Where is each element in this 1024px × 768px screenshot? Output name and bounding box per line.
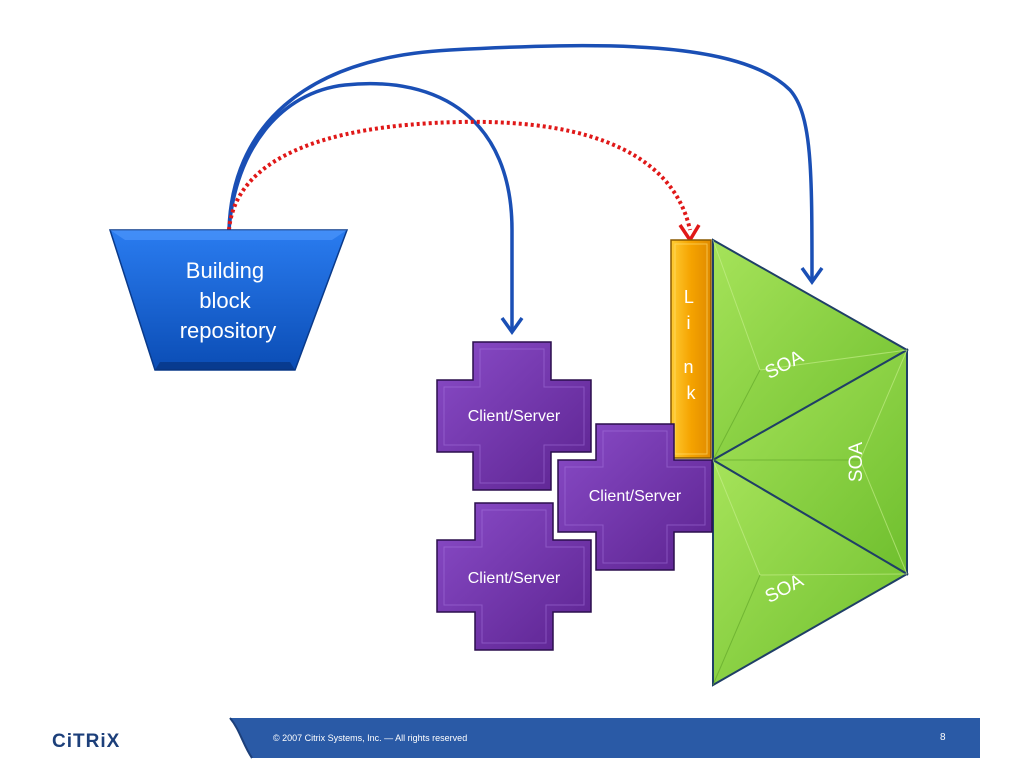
arrow-to-soa: [227, 43, 814, 281]
soa-group: SOA SOA SOA: [710, 238, 910, 687]
footer-bar: CiTRiX: [40, 717, 980, 759]
link-letter-l: L: [684, 287, 694, 307]
link-letter-n: n: [683, 357, 693, 377]
link-letter-i: i: [686, 313, 690, 333]
link-letter-k: k: [687, 383, 697, 403]
page-number: 8: [940, 732, 946, 743]
client-server-block-2: Client/Server: [557, 423, 713, 571]
building-block-repository: Building block repository: [108, 229, 349, 371]
repository-label-line-3: repository: [180, 318, 277, 343]
link-bar: L i n k: [670, 239, 712, 459]
copyright-text: © 2007 Citrix Systems, Inc. — All rights…: [273, 733, 468, 743]
client-server-block-3: Client/Server: [436, 502, 592, 651]
soa-block-bottom: [712, 458, 909, 687]
arrowhead-link: [678, 224, 701, 244]
dotted-arrow-to-link: [227, 119, 692, 231]
arrow-to-client-server: [227, 81, 514, 332]
svg-text:Building block rep: Building block repository: [180, 258, 277, 343]
client-server-label-3: Client/Server: [468, 570, 561, 587]
client-server-label-2: Client/Server: [589, 488, 682, 505]
client-server-label-1: Client/Server: [468, 408, 561, 425]
client-server-block-1: Client/Server: [436, 341, 592, 491]
soa-label-middle: SOA: [846, 442, 867, 482]
arrowhead-soa: [800, 266, 824, 286]
svg-text:L i n k: L i n k: [683, 287, 698, 403]
repository-label-line-1: Building: [186, 258, 264, 283]
repository-label-line-2: block: [199, 288, 251, 313]
arrowhead-client-server: [500, 316, 524, 336]
citrix-logo: CiTRiX: [52, 731, 120, 752]
